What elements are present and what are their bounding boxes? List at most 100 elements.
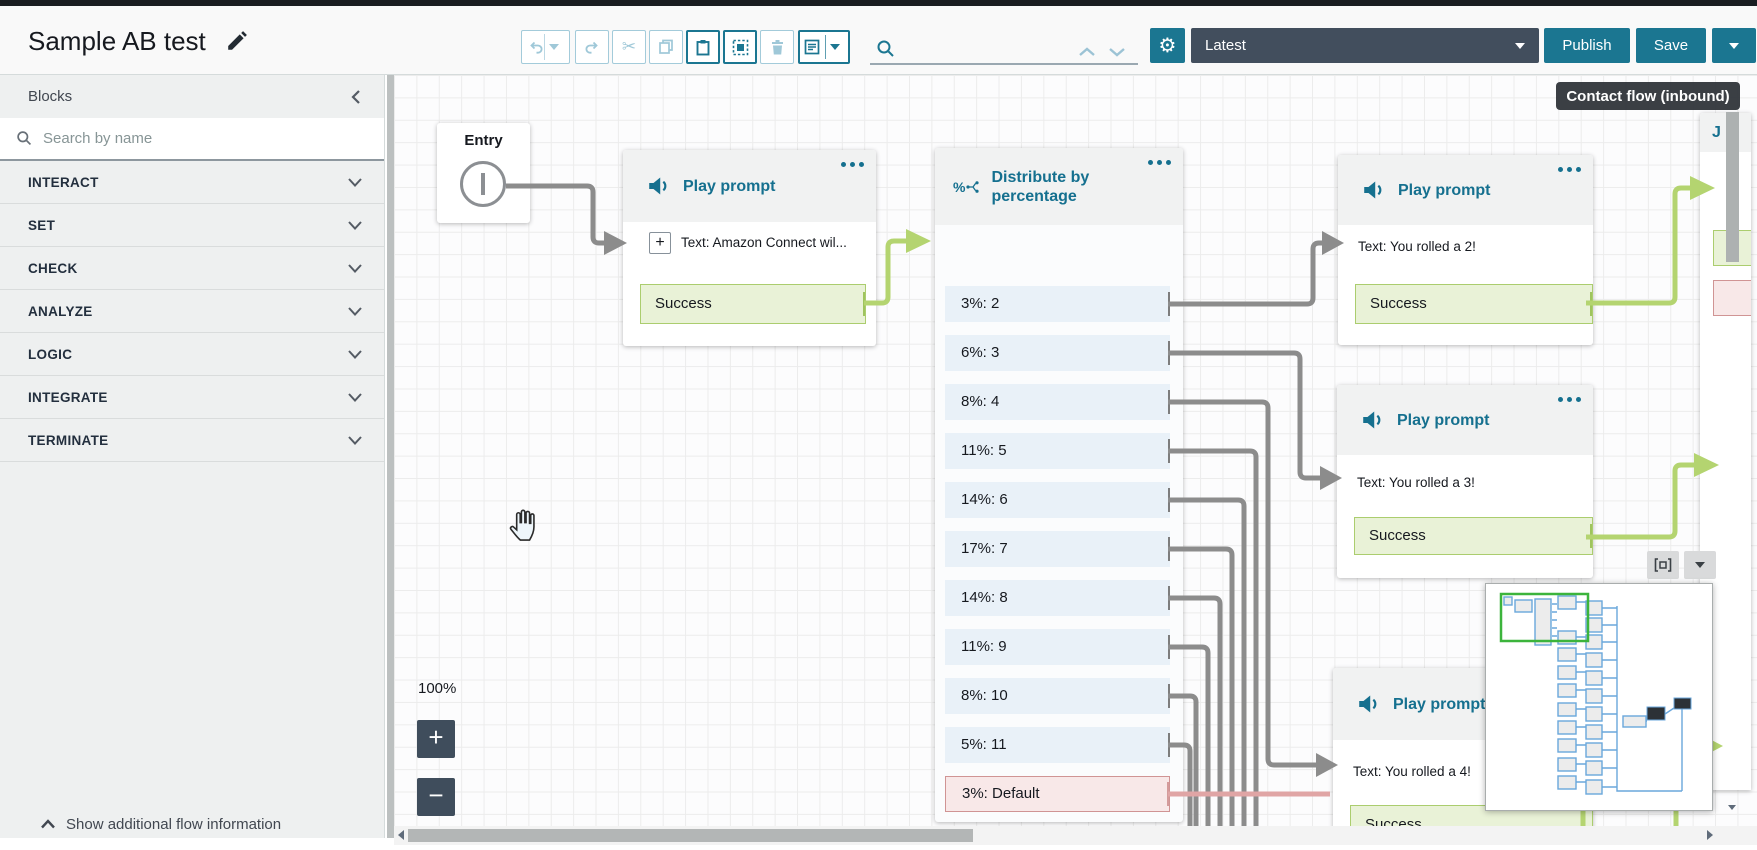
output-connector-handle[interactable] — [1168, 586, 1170, 610]
copy-button[interactable] — [649, 30, 683, 64]
blocks-panel-header: Blocks — [0, 75, 384, 118]
publish-button[interactable]: Publish — [1544, 28, 1630, 63]
play-prompt-block-3[interactable]: Play prompt Text: You rolled a 3! Succes… — [1337, 385, 1593, 578]
sidebar-scrollbar[interactable] — [387, 75, 394, 838]
zoom-out-button[interactable]: − — [417, 778, 455, 816]
scroll-left-icon[interactable] — [398, 830, 404, 840]
block-menu-button[interactable] — [1558, 167, 1581, 172]
distribute-output-row[interactable]: 17%: 7 — [945, 531, 1170, 567]
save-options-button[interactable] — [1712, 28, 1756, 63]
version-caret-icon — [1515, 42, 1525, 49]
output-connector-handle[interactable] — [1168, 684, 1170, 708]
edit-title-pencil-icon[interactable] — [226, 30, 248, 52]
block-title: Play prompt — [1397, 411, 1490, 429]
entry-block[interactable]: Entry — [437, 123, 530, 223]
output-connector-handle[interactable] — [863, 292, 865, 316]
distribute-output-row[interactable]: 14%: 8 — [945, 580, 1170, 616]
block-menu-button[interactable] — [1148, 160, 1171, 165]
entry-block-label: Entry — [464, 132, 503, 149]
distribute-default-output-row[interactable]: 3%: Default — [945, 776, 1170, 812]
distribute-output-row[interactable]: 11%: 9 — [945, 629, 1170, 665]
chevron-down-icon — [348, 220, 362, 230]
sidebar-category-check[interactable]: CHECK — [0, 247, 384, 290]
output-connector-handle[interactable] — [1168, 537, 1170, 561]
scroll-right-icon[interactable] — [1707, 830, 1713, 840]
sidebar-category-analyze[interactable]: ANALYZE — [0, 290, 384, 333]
block-title: Play prompt — [683, 177, 776, 195]
show-flow-information-toggle[interactable]: Show additional flow information — [0, 810, 384, 838]
vertical-scroll-down-button[interactable] — [1723, 799, 1741, 815]
flow-canvas[interactable]: Entry Play prompt + Text: Amazon Connect… — [394, 75, 1757, 850]
sidebar-category-interact[interactable]: INTERACT — [0, 161, 384, 204]
undo-icon — [530, 41, 543, 54]
save-button[interactable]: Save — [1636, 28, 1706, 63]
output-connector-handle[interactable] — [1168, 733, 1170, 757]
undo-button-group[interactable] — [521, 30, 570, 64]
window-top-strip — [0, 0, 1757, 6]
save-caret-icon — [1729, 42, 1739, 49]
output-connector-handle[interactable] — [1168, 439, 1170, 463]
sidebar-category-terminate[interactable]: TERMINATE — [0, 419, 384, 462]
redo-button[interactable] — [575, 30, 609, 64]
fit-to-view-icon — [1654, 558, 1672, 572]
select-all-button[interactable] — [723, 30, 757, 64]
output-connector-handle[interactable] — [1590, 292, 1592, 316]
block-menu-button[interactable] — [1558, 397, 1581, 402]
minimap-toggle-button[interactable] — [1684, 551, 1716, 579]
collapse-sidebar-icon[interactable] — [350, 89, 362, 105]
play-prompt-block-2[interactable]: Play prompt Text: You rolled a 2! Succes… — [1338, 155, 1593, 345]
show-flow-information-label: Show additional flow information — [66, 815, 282, 833]
sidebar-category-integrate[interactable]: INTEGRATE — [0, 376, 384, 419]
percentage-branch-icon: % — [953, 179, 980, 195]
output-connector-handle[interactable] — [1168, 635, 1170, 659]
vertical-scrollbar-thumb[interactable] — [1726, 112, 1739, 262]
output-connector-handle[interactable] — [1168, 292, 1170, 316]
sidebar-category-logic[interactable]: LOGIC — [0, 333, 384, 376]
partial-error-output[interactable] — [1713, 280, 1751, 316]
block-title: Play prompt — [1398, 181, 1491, 199]
zoom-in-button[interactable]: + — [417, 720, 455, 758]
sidebar-category-set[interactable]: SET — [0, 204, 384, 247]
minimap[interactable] — [1485, 583, 1713, 811]
distribute-output-row[interactable]: 5%: 11 — [945, 727, 1170, 763]
fit-to-view-button[interactable] — [1647, 551, 1679, 579]
minimap-content — [1499, 592, 1692, 795]
distribute-output-row[interactable]: 3%: 2 — [945, 286, 1170, 322]
annotations-button-group[interactable] — [798, 30, 850, 64]
play-prompt-block-1[interactable]: Play prompt + Text: Amazon Connect wil..… — [623, 150, 876, 346]
version-selector[interactable]: Latest — [1191, 28, 1539, 63]
output-connector-handle[interactable] — [1167, 782, 1169, 806]
success-output[interactable]: Success — [640, 284, 866, 324]
distribute-by-percentage-block[interactable]: % Distribute by percentage 3%: 2 6%: 3 8… — [935, 148, 1183, 822]
output-connector-handle[interactable] — [1168, 390, 1170, 414]
output-connector-handle[interactable] — [1168, 341, 1170, 365]
speaker-icon — [1359, 695, 1377, 713]
expand-text-button[interactable]: + — [649, 232, 671, 254]
distribute-output-row[interactable]: 14%: 6 — [945, 482, 1170, 518]
cut-button[interactable]: ✂ — [612, 30, 646, 64]
block-menu-button[interactable] — [841, 162, 864, 167]
block-search-icon — [17, 131, 32, 146]
output-connector-handle[interactable] — [1168, 488, 1170, 512]
paste-button[interactable] — [686, 30, 720, 64]
find-previous-icon[interactable] — [1078, 46, 1096, 58]
find-next-icon[interactable] — [1108, 46, 1126, 58]
output-connector-handle[interactable] — [1590, 524, 1592, 548]
block-search-input[interactable] — [43, 130, 384, 147]
distribute-output-row[interactable]: 8%: 10 — [945, 678, 1170, 714]
distribute-output-row[interactable]: 8%: 4 — [945, 384, 1170, 420]
success-output[interactable]: Success — [1355, 284, 1593, 324]
distribute-output-row[interactable]: 6%: 3 — [945, 335, 1170, 371]
partial-block-title-fragment: J — [1712, 124, 1721, 141]
chevron-down-icon — [348, 349, 362, 359]
minimap-viewport[interactable] — [1499, 592, 1590, 643]
block-search-row — [0, 118, 384, 161]
success-output[interactable]: Success — [1354, 517, 1593, 555]
delete-button[interactable] — [760, 30, 794, 64]
flow-search-input[interactable] — [904, 38, 1064, 62]
horizontal-scrollbar-thumb[interactable] — [408, 829, 973, 842]
settings-button[interactable]: ⚙ — [1150, 28, 1185, 63]
version-selector-value: Latest — [1205, 37, 1246, 54]
distribute-output-row[interactable]: 11%: 5 — [945, 433, 1170, 469]
